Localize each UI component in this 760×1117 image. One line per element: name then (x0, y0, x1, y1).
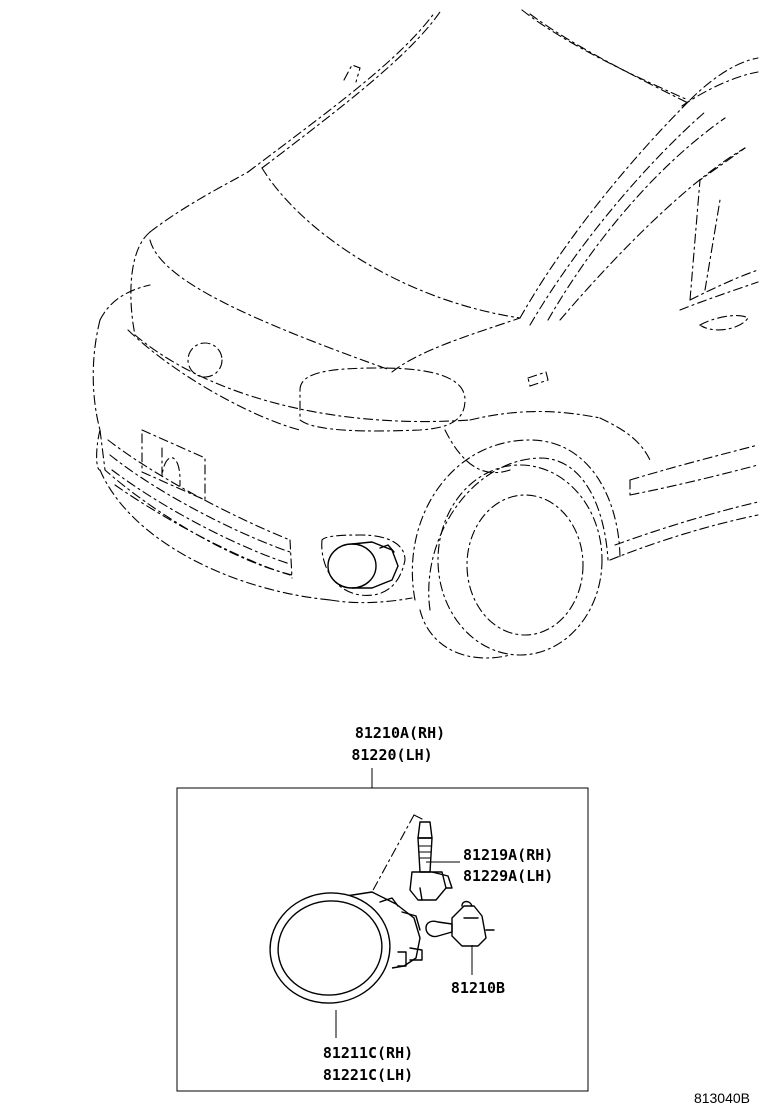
assembly-label-rh: 81210A(RH) (355, 724, 445, 742)
lamp-label-lh: 81221C(LH) (323, 1066, 413, 1084)
fog-lamp-on-vehicle (327, 541, 399, 589)
lamp-label-rh: 81211C(RH) (323, 1044, 413, 1062)
vehicle-outline (92, 9, 759, 659)
fog-lamp-part (269, 891, 423, 1004)
bulb-label: 81210B (451, 979, 505, 997)
socket-label-rh: 81219A(RH) (463, 846, 553, 864)
bulb-part (425, 900, 495, 947)
figure-code: 813040B (694, 1090, 750, 1106)
detail-view: 81210A(RH) 81220(LH) 81219A(RH) 81229A(L… (176, 724, 589, 1092)
detail-frame (176, 787, 589, 1092)
socket-label-lh: 81229A(LH) (463, 867, 553, 885)
socket-part (409, 821, 453, 901)
assembly-label-lh: 81220(LH) (351, 746, 432, 764)
